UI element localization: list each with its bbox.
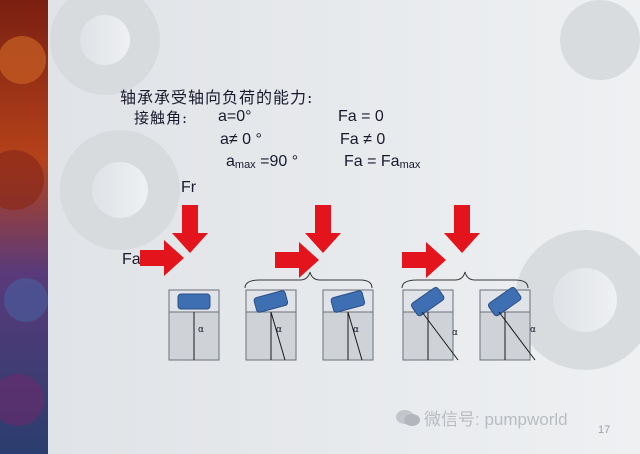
wechat-icon [396, 410, 420, 426]
bearing-2 [245, 289, 297, 361]
condition-1-angle: a=0° [218, 108, 252, 125]
axial-force-arrow-3 [402, 242, 446, 278]
angle-symbol-1: α [198, 325, 204, 335]
radial-force-label: Fr [181, 179, 197, 196]
brace-group-2 [244, 271, 373, 289]
radial-force-arrow [172, 205, 208, 253]
condition-3-angle: amax =90 ° [226, 153, 299, 171]
bearing-1 [168, 289, 220, 361]
brace-group-3 [401, 271, 529, 289]
condition-1-force: Fa = 0 [338, 108, 384, 125]
condition-2-force: Fa ≠ 0 [340, 131, 386, 148]
radial-force-arrow-3 [444, 205, 480, 253]
axial-force-arrow-2 [275, 242, 319, 278]
watermark-text: 微信号: pumpworld [424, 410, 568, 429]
condition-3-force: Fa = Famax [344, 153, 421, 171]
radial-force-arrow-2 [305, 205, 341, 253]
condition-2-angle: a≠ 0 ° [220, 131, 262, 148]
axial-force-arrow [140, 240, 184, 276]
angle-symbol-5: α [530, 325, 536, 335]
bearing-3 [322, 289, 374, 361]
bearing-4 [402, 285, 459, 361]
page-number: 17 [598, 424, 611, 436]
angle-symbol-3: α [353, 325, 359, 335]
bearing-5 [479, 285, 536, 361]
contact-angle-label: 接触角: [134, 109, 189, 127]
angle-symbol-4: α [452, 328, 458, 338]
axial-force-label: Fa [122, 251, 141, 268]
angle-symbol-2: α [276, 325, 282, 335]
slide-heading: 轴承承受轴向负荷的能力: [120, 88, 314, 107]
